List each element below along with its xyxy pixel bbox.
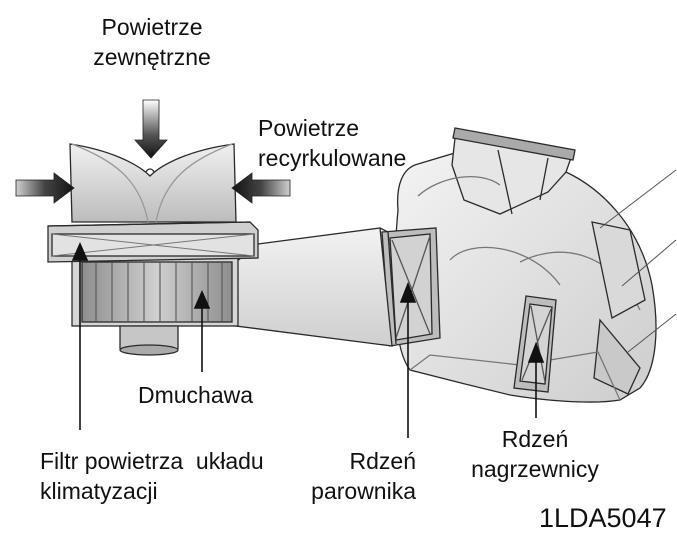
figure-code-text: 1LDA5047 — [539, 503, 667, 533]
outlet-lines — [599, 169, 677, 353]
leader-lines — [71, 242, 545, 438]
recirculated-air-label: Powietrze recyrkulowane — [258, 113, 406, 173]
airflow-arrows — [15, 99, 291, 204]
outlet-flap — [591, 221, 646, 319]
heater-leader-arrowhead — [527, 341, 545, 363]
outside-air-arrow — [134, 99, 168, 159]
blower-unit — [71, 257, 239, 356]
top-duct-rim — [452, 127, 576, 161]
recirculated-air-arrow — [231, 172, 291, 204]
blower-label: Dmuchawa — [138, 380, 253, 410]
connecting-duct — [235, 227, 393, 347]
blower-vanes — [95, 262, 223, 322]
heater-core-label-line-2: nagrzewnicy — [471, 456, 599, 482]
intake-funnel — [69, 143, 237, 223]
left-inlet-arrow — [15, 172, 75, 204]
top-duct-edges — [497, 149, 549, 215]
evaporator-core-label-line-2: parownika — [311, 478, 416, 504]
heater-core-label-line-1: Rdzeń — [501, 426, 569, 452]
heater-core-label: Rdzeń nagrzewnicy — [462, 424, 608, 484]
blower-label-text: Dmuchawa — [138, 382, 254, 408]
housing-curve — [449, 246, 561, 286]
blower-leader-arrowhead — [193, 290, 211, 309]
recirculated-air-label-line-2: recyrkulowane — [258, 145, 407, 171]
evaporator-core-label: Rdzeń parownika — [300, 446, 416, 506]
air-filter — [47, 221, 259, 263]
filter-leader-arrowhead — [71, 242, 89, 261]
outlet-flap — [593, 318, 641, 395]
air-filter-label-line-2: klimatyzacji — [40, 478, 158, 504]
outside-air-label-line-2: zewnętrzne — [93, 44, 211, 70]
blower-wheel — [81, 261, 233, 323]
outside-air-label: Powietrze zewnętrzne — [78, 12, 226, 72]
evaporator-core — [381, 227, 441, 347]
blower-motor-base — [119, 344, 179, 356]
air-filter-label: Filtr powietrza układu klimatyzacji — [40, 446, 264, 506]
housing-curve — [417, 175, 501, 197]
evaporator-core-label-line-1: Rdzeń — [349, 448, 416, 474]
figure-code: 1LDA5047 — [539, 503, 667, 533]
outside-air-label-line-1: Powietrze — [101, 14, 203, 40]
air-filter-label-line-1: Filtr powietrza układu — [40, 448, 264, 474]
duct-edge — [379, 227, 397, 345]
evaporator-leader-arrowhead — [399, 281, 417, 303]
recirculated-air-label-line-1: Powietrze — [258, 115, 359, 141]
hvac-housing — [393, 127, 677, 403]
